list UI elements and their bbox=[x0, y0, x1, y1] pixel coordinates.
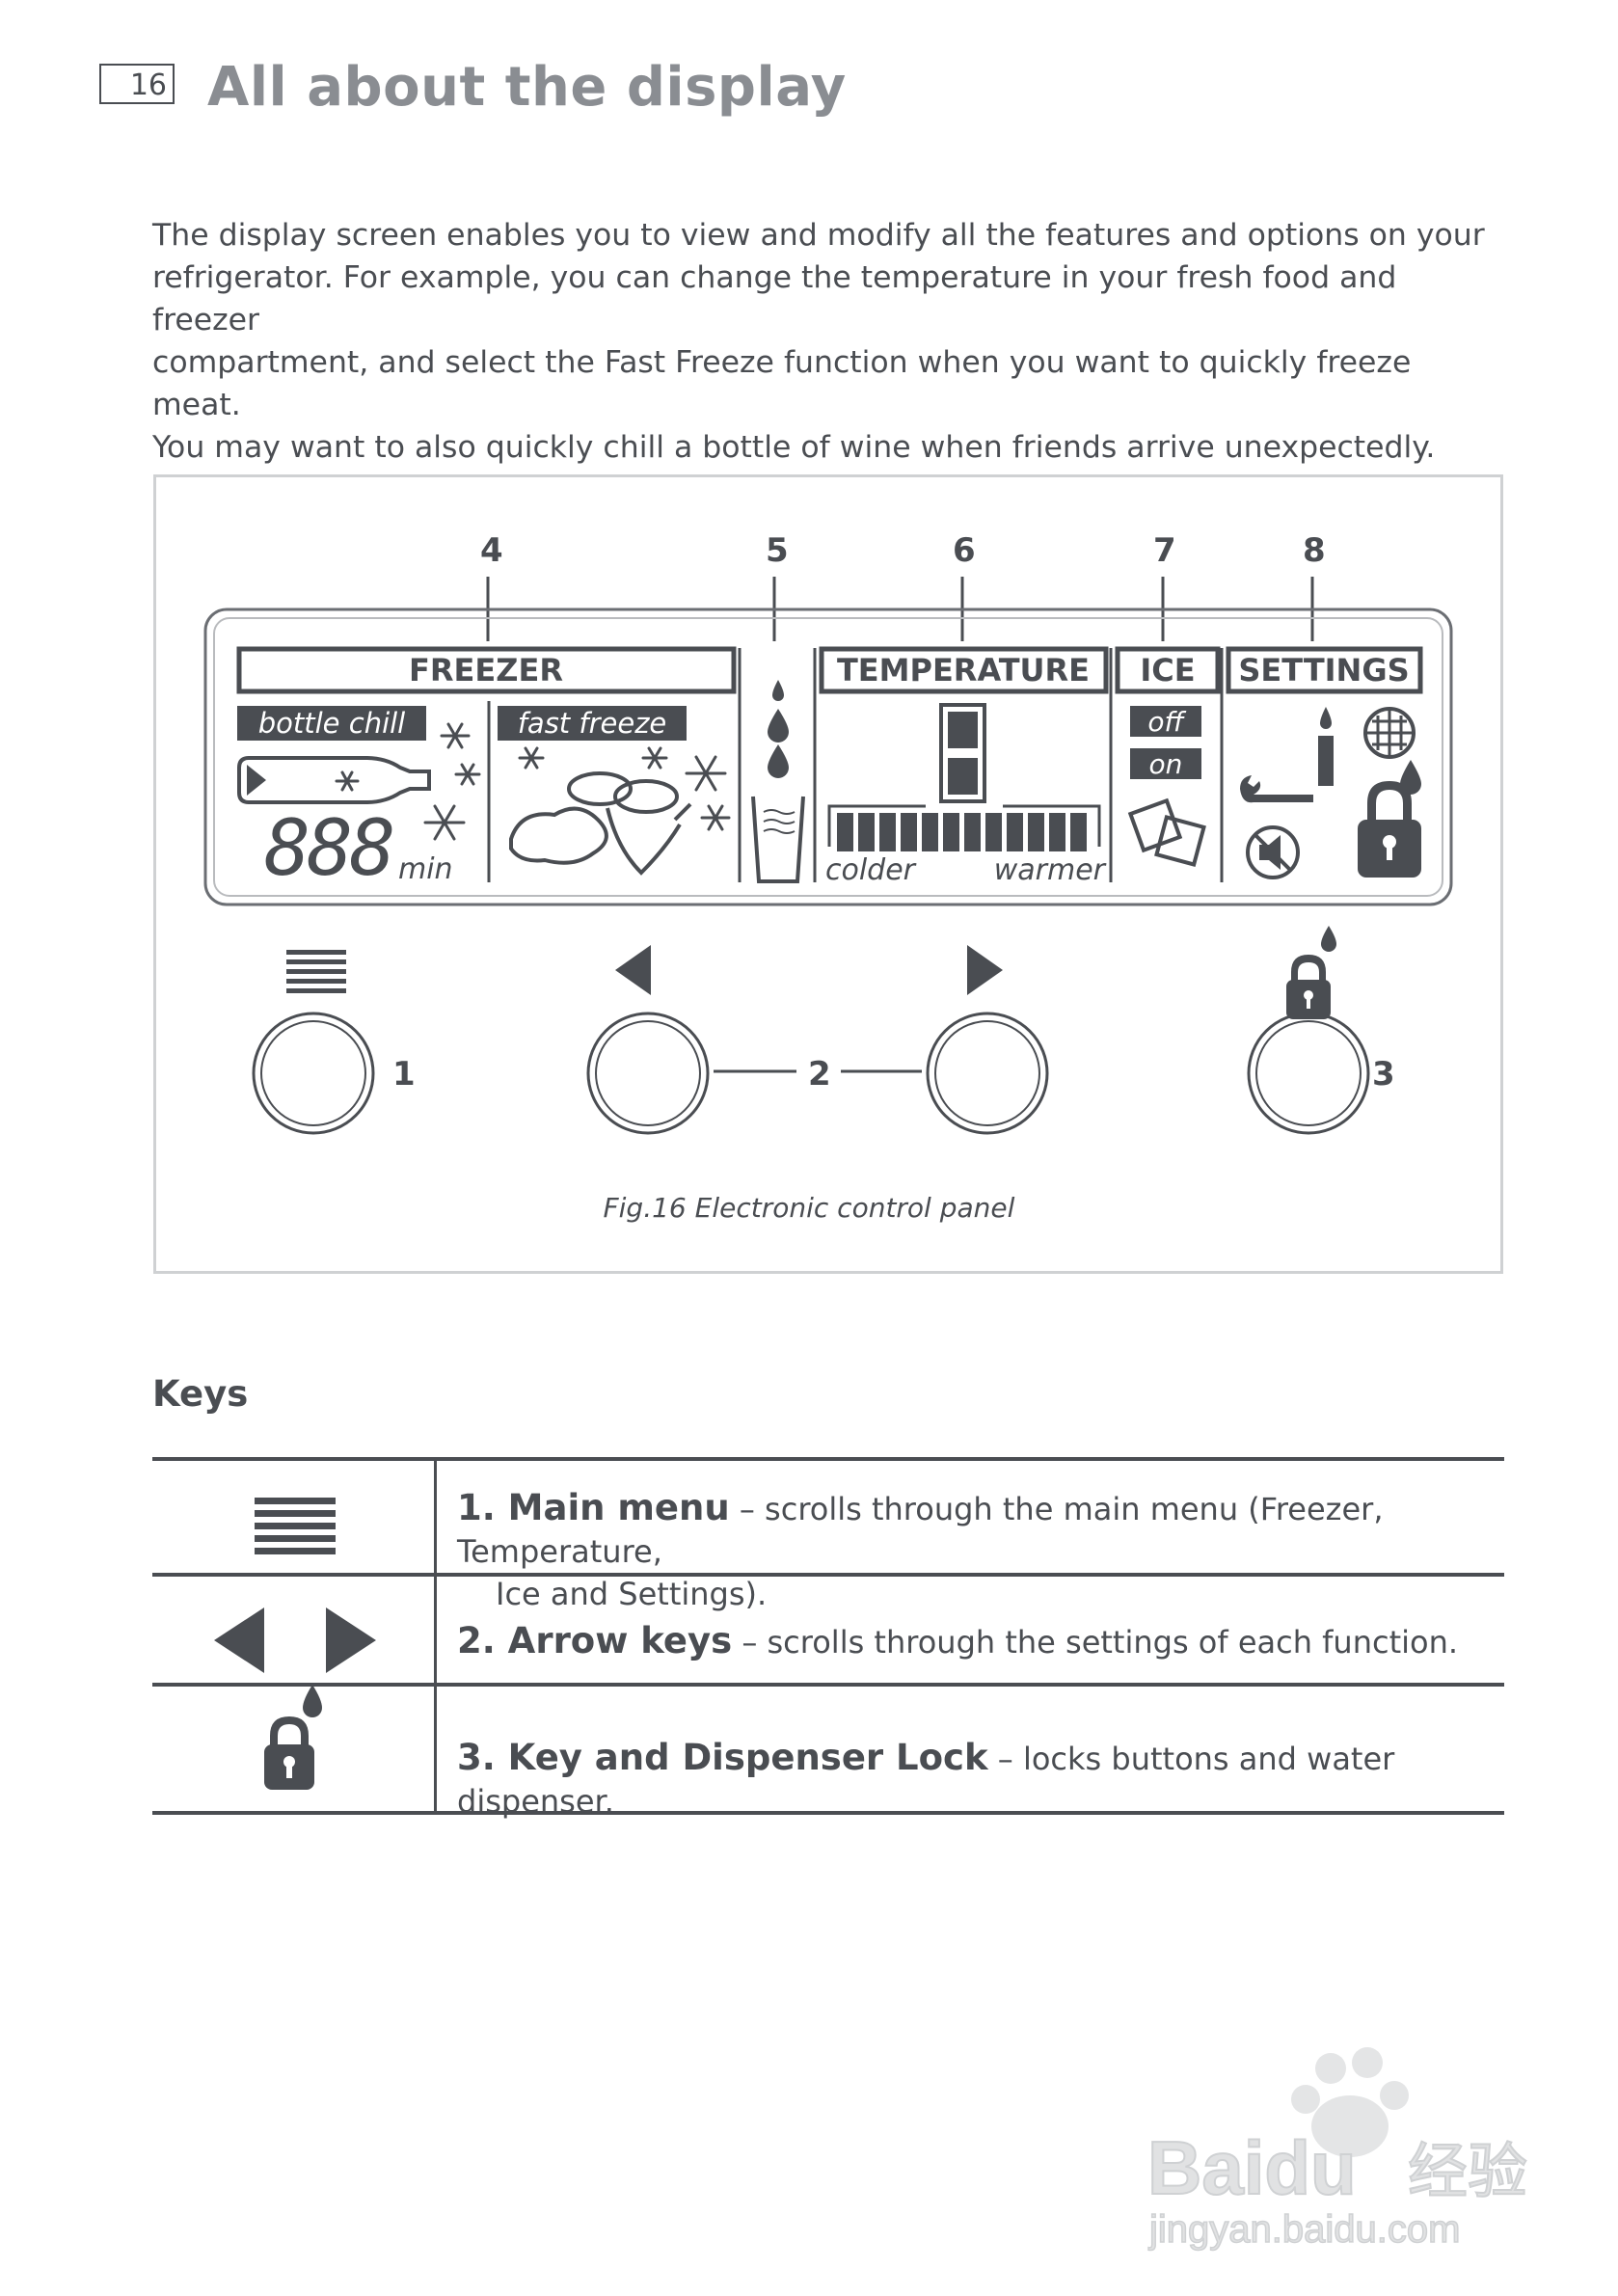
snowflake-icon bbox=[700, 804, 731, 831]
lcd-inner-frame bbox=[213, 617, 1443, 897]
wrench-icon bbox=[1240, 775, 1313, 803]
arrow-keys-icon bbox=[214, 1607, 376, 1673]
intro-line: compartment, and select the Fast Freeze … bbox=[152, 345, 1412, 422]
snowflake-icon bbox=[641, 746, 668, 770]
timer-min-label: min bbox=[398, 852, 453, 886]
key-description: – scrolls through the main menu (Freezer… bbox=[457, 1491, 1384, 1570]
water-glass-icon bbox=[751, 796, 805, 883]
freezer-label: FREEZER bbox=[409, 652, 563, 689]
lock-button[interactable] bbox=[1247, 1012, 1370, 1135]
snowflake-icon bbox=[518, 746, 545, 770]
key-description: – scrolls through the settings of each f… bbox=[732, 1624, 1459, 1661]
ice-on-label: on bbox=[1149, 748, 1183, 780]
lock-drop-icon bbox=[264, 1685, 322, 1790]
menu-button[interactable] bbox=[252, 1012, 375, 1135]
snowflake-icon bbox=[335, 770, 360, 792]
snowflake-icon bbox=[440, 722, 471, 749]
table-column-divider bbox=[434, 1459, 437, 1813]
food-icon bbox=[509, 771, 692, 876]
figure-caption: Fig.16 Electronic control panel bbox=[603, 1192, 1015, 1224]
ice-label: ICE bbox=[1140, 652, 1195, 689]
table-rule bbox=[152, 1683, 1504, 1687]
ice-off-bg bbox=[1130, 706, 1201, 737]
lock-drop-icon bbox=[1286, 926, 1336, 1019]
page-number: 16 bbox=[129, 68, 167, 102]
key-title: 1. Main menu bbox=[457, 1487, 730, 1528]
intro-line: You may want to also quickly chill a bot… bbox=[152, 430, 1436, 465]
filter-icon bbox=[1363, 707, 1416, 759]
baidu-watermark: Baidu 经验 jingyan.baidu.com bbox=[1146, 2047, 1528, 2252]
key-title: 3. Key and Dispenser Lock bbox=[457, 1737, 988, 1778]
temperature-bar bbox=[827, 804, 1101, 851]
snowflake-icon bbox=[423, 804, 466, 841]
watermark-service: 经验 bbox=[1408, 2136, 1527, 2206]
lcd-outer-frame bbox=[203, 608, 1453, 906]
left-arrow-icon bbox=[214, 1607, 264, 1673]
table-rule bbox=[152, 1457, 1504, 1461]
fridge-icon bbox=[939, 703, 986, 803]
fast-freeze-label-bg bbox=[498, 706, 687, 741]
table-rule bbox=[152, 1811, 1504, 1815]
right-arrow-icon bbox=[326, 1607, 376, 1673]
left-arrow-icon bbox=[615, 945, 651, 995]
fast-freeze-label: fast freeze bbox=[518, 707, 667, 740]
lock-icon bbox=[1358, 760, 1421, 878]
colder-label: colder bbox=[825, 853, 917, 887]
watermark-url: jingyan.baidu.com bbox=[1148, 2208, 1460, 2251]
table-rule bbox=[152, 1573, 1504, 1577]
figure-frame bbox=[153, 474, 1503, 1274]
bottle-chill-label-bg bbox=[237, 706, 426, 741]
ice-on-bg bbox=[1130, 748, 1201, 779]
settings-label: SETTINGS bbox=[1238, 652, 1409, 689]
paw-icon bbox=[1291, 2047, 1409, 2157]
menu-lines-icon bbox=[255, 1498, 336, 1554]
intro-paragraph: The display screen enables you to view a… bbox=[152, 214, 1493, 469]
temperature-header-box bbox=[819, 646, 1109, 694]
snowflake-icon bbox=[454, 763, 481, 786]
left-arrow-button[interactable] bbox=[586, 1012, 710, 1135]
callout-6: 6 bbox=[953, 531, 976, 570]
callout-5: 5 bbox=[766, 531, 789, 570]
callout-8: 8 bbox=[1303, 531, 1326, 570]
key-description: – locks buttons and water dispenser. bbox=[457, 1741, 1395, 1820]
callout-7: 7 bbox=[1153, 531, 1176, 570]
right-arrow-icon bbox=[967, 945, 1003, 995]
menu-lines-icon bbox=[286, 950, 346, 993]
key-row-arrow-keys: 2. Arrow keys – scrolls through the sett… bbox=[457, 1620, 1498, 1663]
bottle-icon bbox=[237, 756, 431, 804]
page-title: All about the display bbox=[207, 56, 847, 119]
page-number-box: 16 bbox=[99, 64, 175, 104]
button-number-1: 1 bbox=[392, 1055, 416, 1094]
key-row-lock: 3. Key and Dispenser Lock – locks button… bbox=[457, 1737, 1498, 1823]
temperature-label: TEMPERATURE bbox=[837, 652, 1090, 689]
key-description-continued: Ice and Settings). bbox=[496, 1576, 768, 1612]
warmer-label: warmer bbox=[994, 853, 1107, 887]
button-number-2: 2 bbox=[808, 1055, 831, 1094]
callout-4: 4 bbox=[480, 531, 503, 570]
key-title: 2. Arrow keys bbox=[457, 1620, 733, 1661]
intro-line: refrigerator. For example, you can chang… bbox=[152, 260, 1397, 338]
button-number-3: 3 bbox=[1372, 1055, 1395, 1094]
keys-heading: Keys bbox=[152, 1373, 249, 1415]
water-drop-icons bbox=[768, 680, 789, 778]
settings-header-box bbox=[1226, 646, 1423, 694]
key-icons-column bbox=[214, 1498, 376, 1790]
mute-alarm-icon bbox=[1246, 825, 1300, 879]
ice-header-box bbox=[1115, 646, 1221, 694]
bottle-chill-label: bottle chill bbox=[258, 707, 406, 740]
intro-line: The display screen enables you to view a… bbox=[152, 218, 1485, 253]
snowflake-icon bbox=[685, 755, 727, 792]
key-row-main-menu: 1. Main menu – scrolls through the main … bbox=[457, 1487, 1498, 1615]
freezer-header-box bbox=[236, 646, 737, 694]
right-arrow-button[interactable] bbox=[926, 1012, 1049, 1135]
candle-icon bbox=[1318, 707, 1334, 786]
timer-digits: 888 bbox=[264, 803, 392, 893]
watermark-brand: Baidu bbox=[1147, 2125, 1357, 2210]
ice-cube-icon bbox=[1127, 797, 1206, 867]
ice-off-label: off bbox=[1147, 706, 1186, 738]
